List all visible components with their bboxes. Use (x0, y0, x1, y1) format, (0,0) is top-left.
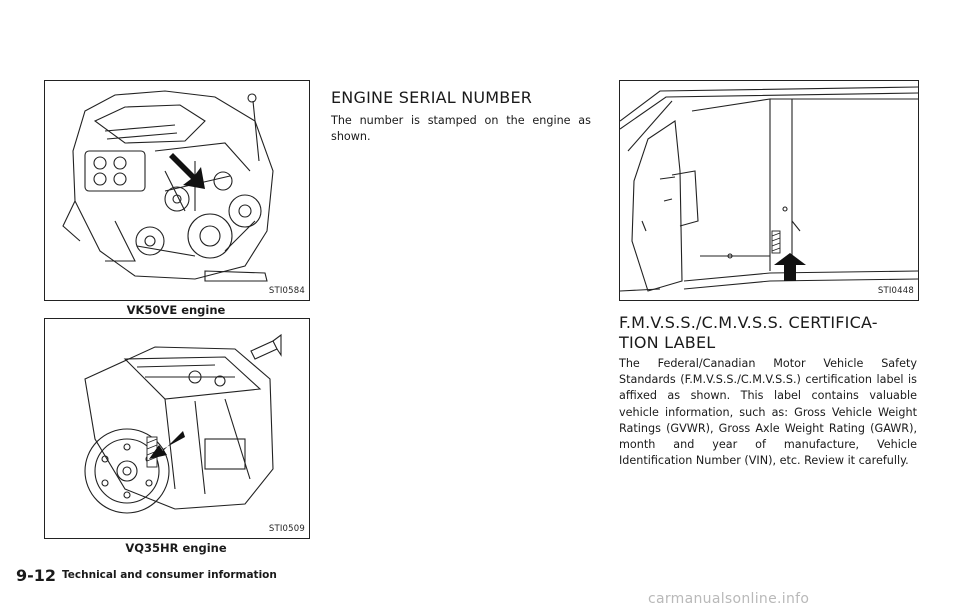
certification-label-text: The Federal/Canadian Motor Vehicle Safet… (619, 357, 917, 468)
arrow-icon (149, 431, 185, 459)
vk50ve-engine-illustration (62, 90, 274, 282)
figure-vk50ve-engine: STI0584 (44, 80, 310, 301)
section-heading-engine-serial: ENGINE SERIAL NUMBER (331, 88, 533, 107)
heading-line: F.M.V.S.S./C.M.V.S.S. CERTIFICA- (619, 313, 878, 332)
figure-id: STI0584 (268, 286, 305, 296)
figure-door-label-location: STI0448 (619, 80, 919, 301)
section-heading-certification-label: F.M.V.S.S./C.M.V.S.S. CERTIFICA- TION LA… (619, 313, 917, 353)
arrow-icon (169, 153, 205, 189)
door-illustration (620, 86, 918, 292)
heading-line: TION LABEL (619, 333, 716, 352)
engine-serial-text: The number is stamped on the engine as s… (331, 114, 591, 144)
figure-caption: VQ35HR engine (125, 541, 227, 555)
figure-id: STI0448 (877, 286, 914, 296)
figure-caption: VK50VE engine (126, 303, 226, 317)
section-title: Technical and consumer information (62, 569, 277, 581)
page-number: 9-12 (16, 566, 57, 585)
watermark: carmanualsonline.info (648, 591, 810, 607)
figure-id: STI0509 (268, 524, 305, 534)
vq35hr-engine-illustration (84, 333, 282, 514)
figure-vq35hr-engine: STI0509 (44, 318, 310, 539)
arrow-up-icon (774, 253, 806, 281)
